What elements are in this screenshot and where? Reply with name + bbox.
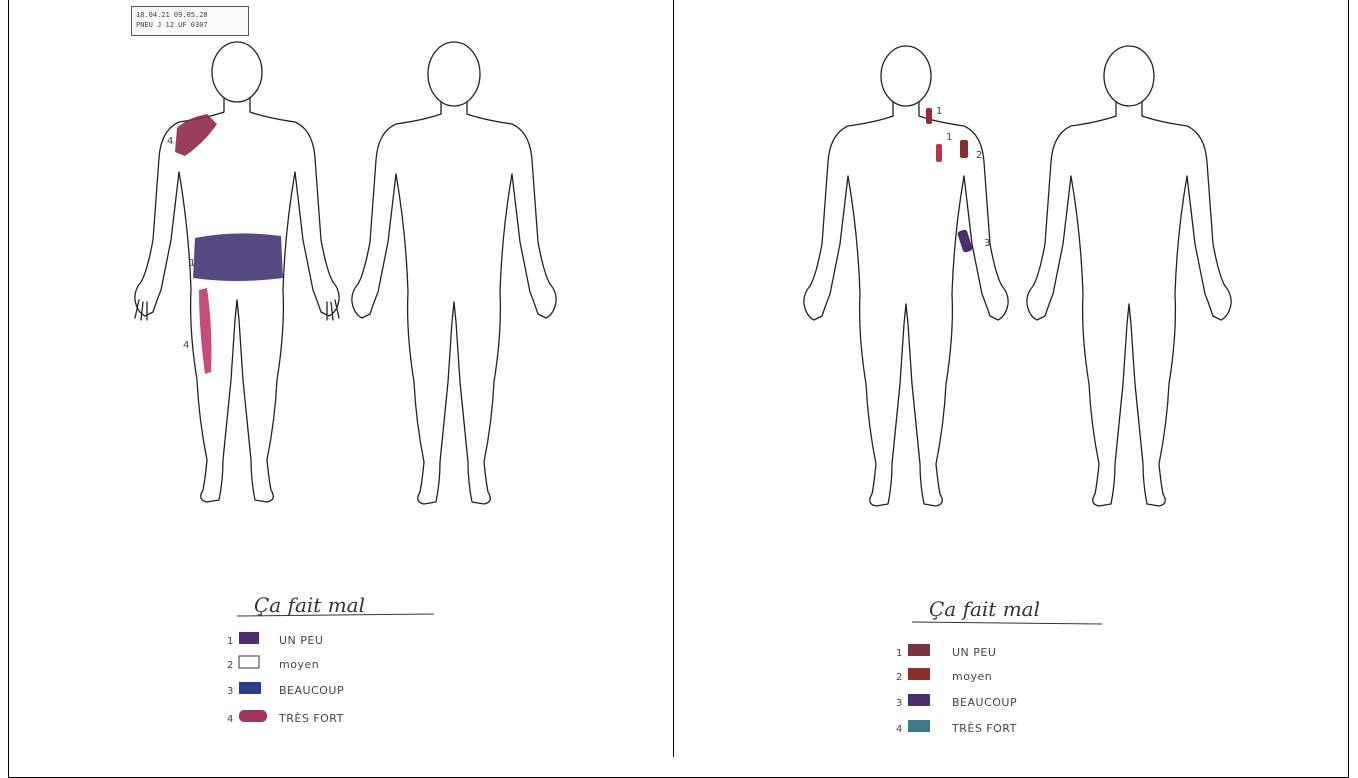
legend-swatch-2: [908, 668, 930, 680]
legend-num-3: 3: [896, 698, 902, 709]
legend-label-1: UN PEU: [279, 634, 323, 647]
legend-swatch-1: [908, 644, 930, 656]
legend-swatch-3: [239, 682, 261, 694]
legend-title: Ça fait mal: [929, 597, 1040, 621]
legend-swatch-4: [908, 720, 930, 732]
right-body-chart-sheet: 1 1 2 3 Ça fait mal 1 UN PEU 2 moyen 3 B…: [674, 0, 1348, 757]
legend-swatch-2: [239, 656, 259, 668]
mark-number-3-forearm: 3: [984, 238, 990, 249]
legend-swatch-4: [239, 710, 267, 722]
mark-number-1-neck: 1: [936, 106, 942, 117]
mark-number-4-shoulder: 4: [167, 136, 173, 147]
mark-number-2-shoulder: 2: [976, 150, 982, 161]
legend-label-2: moyen: [952, 670, 992, 683]
back-body-outline: [1027, 46, 1231, 506]
legend-num-1: 1: [227, 636, 233, 647]
legend-title-underline: [912, 622, 1102, 624]
left-body-outlines: 4 1 4 Ça fait mal 1 UN PEU 2 moyen 3 BEA…: [9, 0, 673, 757]
legend-num-1: 1: [896, 648, 902, 659]
mark-number-1-chest: 1: [946, 132, 952, 143]
legend-num-4: 4: [896, 724, 902, 735]
pain-mark-shoulder: [960, 140, 968, 158]
pain-mark-right-shoulder: [175, 114, 217, 156]
front-body-outline: [804, 46, 1008, 506]
legend-label-3: BEAUCOUP: [952, 696, 1017, 709]
left-body-chart-sheet: 18.04.21 09.05.28 PNEU J 12 UF 0307: [9, 0, 673, 757]
legend-title: Ça fait mal: [254, 593, 365, 617]
back-body-outline: [352, 42, 556, 504]
legend-num-2: 2: [227, 660, 233, 671]
pain-mark-neck: [926, 108, 932, 124]
legend-swatch-1: [239, 632, 259, 644]
mark-number-4-thigh: 4: [183, 340, 189, 351]
legend-swatch-3: [908, 694, 930, 706]
pain-mark-chest: [936, 144, 942, 162]
legend-num-4: 4: [227, 714, 233, 725]
mark-number-1-abdomen: 1: [189, 258, 195, 269]
pain-mark-right-thigh: [199, 288, 212, 374]
legend-num-2: 2: [896, 672, 902, 683]
pain-mark-abdomen: [193, 233, 283, 281]
legend-label-2: moyen: [279, 658, 319, 671]
legend-label-4: TRÈS FORT: [951, 722, 1017, 735]
legend-num-3: 3: [227, 686, 233, 697]
right-body-outlines: 1 1 2 3 Ça fait mal 1 UN PEU 2 moyen 3 B…: [674, 0, 1348, 757]
legend-label-1: UN PEU: [952, 646, 996, 659]
legend-label-4: TRÈS FORT: [278, 712, 344, 725]
legend-label-3: BEAUCOUP: [279, 684, 344, 697]
